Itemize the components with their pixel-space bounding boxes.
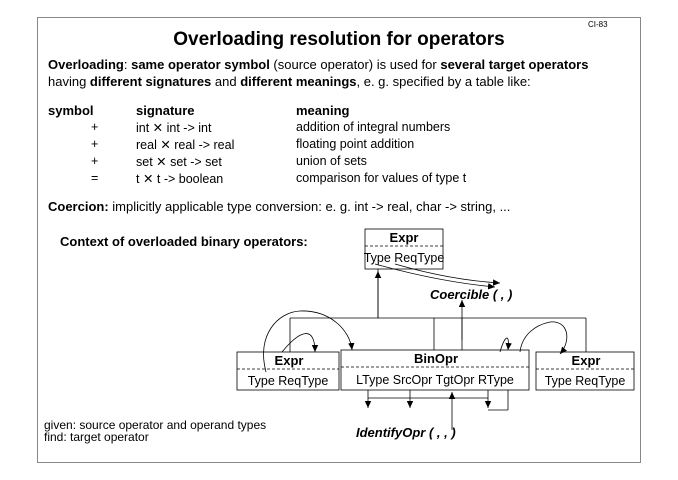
intro-text: and	[211, 74, 241, 89]
table-cell-symbol: =	[91, 171, 99, 185]
table-cell-signature: set ✕ set -> set	[136, 155, 222, 169]
coercion-label: Coercion:	[48, 199, 109, 214]
intro-text: having	[48, 74, 90, 89]
intro-term: Overloading	[48, 57, 124, 72]
left-expr-node: Expr Type ReqType	[236, 351, 340, 391]
top-expr-attrs: Type ReqType	[364, 251, 445, 265]
context-label: Context of overloaded binary operators:	[60, 234, 308, 249]
flow-arrows	[263, 300, 568, 373]
intro-emphasis: several target operators	[440, 57, 589, 72]
top-expr-title: Expr	[390, 230, 419, 245]
given-find-note: given: source operator and operand types…	[44, 419, 266, 443]
table-cell-signature: t ✕ t -> boolean	[136, 172, 224, 186]
intro-emphasis: different meanings	[240, 74, 357, 89]
intro-text: (source operator) is used for	[269, 57, 441, 72]
top-expr-node: Expr Type ReqType	[364, 228, 445, 270]
coercion-line: Coercion: implicitly applicable type con…	[48, 199, 510, 214]
intro-text: :	[123, 57, 132, 72]
table-cell-meaning: addition of integral numbers	[296, 120, 451, 134]
tree-edges	[289, 269, 587, 352]
table-cell-signature: real ✕ real -> real	[136, 138, 235, 152]
identify-arrows	[364, 390, 509, 430]
table-cell-symbol: +	[91, 137, 99, 151]
binopr-title: BinOpr	[414, 351, 458, 366]
right-expr-node: Expr Type ReqType	[535, 351, 635, 391]
right-expr-title: Expr	[572, 353, 601, 368]
intro-emphasis: different signatures	[89, 74, 212, 89]
find-text: find: target operator	[44, 430, 149, 444]
table-header-meaning: meaning	[296, 103, 350, 118]
table-cell-symbol: +	[91, 154, 99, 168]
binopr-attrs: LType SrcOpr TgtOpr RType	[356, 373, 514, 387]
coercion-text: implicitly applicable type conversion: e…	[108, 199, 511, 214]
table-cell-meaning: floating point addition	[296, 137, 415, 151]
intro-emphasis: same operator symbol	[131, 57, 270, 72]
table-header-signature: signature	[136, 103, 195, 118]
intro-paragraph: Overloading: same operator symbol (sourc…	[48, 56, 588, 90]
left-expr-title: Expr	[275, 353, 304, 368]
table-header-symbol: symbol	[48, 103, 94, 118]
identify-label: IdentifyOpr ( , , )	[356, 425, 456, 440]
coercible-arrows	[374, 263, 501, 290]
table-cell-symbol: +	[91, 120, 99, 134]
given-text: given: source operator and operand types	[44, 418, 267, 432]
table-cell-signature: int ✕ int -> int	[136, 121, 212, 135]
slide-code: CI-83	[588, 20, 608, 29]
intro-text: , e. g. specified by a table like:	[356, 74, 531, 89]
table-cell-meaning: comparison for values of type t	[296, 171, 467, 185]
binopr-node: BinOpr LType SrcOpr TgtOpr RType	[340, 349, 530, 391]
left-expr-attrs: Type ReqType	[248, 374, 329, 388]
table-cell-meaning: union of sets	[296, 154, 367, 168]
right-expr-attrs: Type ReqType	[545, 374, 626, 388]
page-title: Overloading resolution for operators	[173, 29, 505, 50]
coercible-label: Coercible ( , )	[430, 287, 512, 302]
